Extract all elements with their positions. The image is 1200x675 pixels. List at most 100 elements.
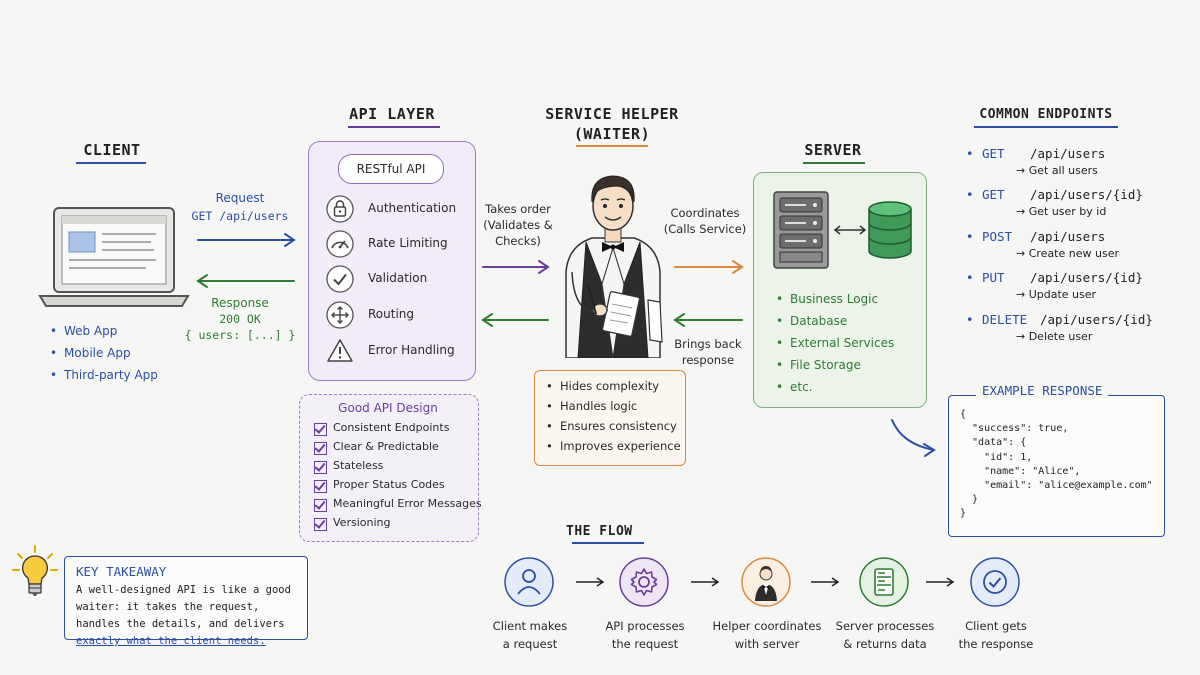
server-to-helper-arrow [673,313,743,327]
endpoint-desc: → Delete user [1016,330,1093,343]
coordinates-label: Coordinates (Calls Service) [663,206,747,236]
list-item: Hides complexity [546,376,681,396]
api-item-authentication: Authentication [326,195,476,223]
waiter-illustration [565,175,663,358]
brings-back-label: Brings back response [674,337,742,367]
list-item: etc. [776,376,894,398]
list-item: Database [776,310,894,332]
check-circle-icon [326,265,354,293]
list-item: File Storage [776,354,894,376]
flow-arrow-icon [691,577,720,587]
key-takeaway-highlight: exactly what the client needs. [76,635,266,647]
response-arrow [196,274,295,288]
waiter-icon [741,557,791,607]
flow-arrow-icon [576,577,605,587]
laptop-icon [38,207,190,307]
endpoint-desc: → Get user by id [1016,205,1107,218]
endpoint-desc: → Create new user [1016,247,1119,260]
checkbox-icon [314,480,327,493]
client-app-list: Web App Mobile App Third-party App [50,320,158,386]
response-body: { users: [...] } [184,328,296,342]
flow-title-underline [572,542,644,544]
database-icon [868,201,912,259]
key-takeaway-box [64,556,308,640]
user-icon [504,557,554,607]
endpoint-path: /api/users/{id} [1030,187,1143,202]
example-response-code: { "success": true, "data": { "id": 1, "n… [960,409,1153,520]
response-label: Response [211,296,269,310]
helper-benefits-list: Hides complexity Handles logic Ensures c… [546,376,681,456]
endpoint-method: GET [982,146,1005,161]
warning-icon [327,339,353,362]
checkbox-icon [314,499,327,512]
list-item: Ensures consistency [546,416,681,436]
helper-title-underline [576,145,648,147]
api-item-label: Authentication [368,201,457,215]
flow-title: THE FLOW [566,524,633,539]
endpoint-desc: → Get all users [1016,164,1098,177]
lock-icon [326,195,354,223]
api-layer-title: API LAYER [349,105,435,123]
endpoint-path: /api/users/{id} [1030,270,1143,285]
endpoint-method: DELETE [982,312,1028,327]
lightbulb-icon [12,545,58,596]
api-layer-title-underline [348,126,440,128]
restful-api-badge: RESTful API [338,154,444,184]
checkbox-icon [314,442,327,455]
api-item-label: Validation [368,271,428,285]
routing-arrows-icon [326,301,354,329]
example-response-title: EXAMPLE RESPONSE [976,383,1109,398]
endpoint-method: POST [982,229,1013,244]
client-title-underline [76,162,146,164]
checkbox-icon [314,423,327,436]
gear-icon [619,557,669,607]
request-arrow [197,233,296,247]
list-item: Web App [50,320,158,342]
list-item: Improves experience [546,436,681,456]
checkbox-icon [314,518,327,531]
api-item-error-handling: Error Handling [326,337,476,365]
server-to-response-arrow [891,419,936,457]
double-arrow-icon [833,225,867,235]
key-takeaway-title: KEY TAKEAWAY [76,564,167,579]
server-title: SERVER [804,141,862,159]
client-title: CLIENT [83,141,141,159]
api-item-routing: Routing [326,301,476,329]
check-circle-icon [970,557,1020,607]
example-response-box [948,395,1165,537]
flow-arrow-icon [926,577,955,587]
list-item: Business Logic [776,288,894,310]
api-item-label: Rate Limiting [368,236,448,250]
api-item-label: Routing [368,307,415,321]
list-item: Third-party App [50,364,158,386]
api-to-helper-arrow [482,260,550,274]
helper-title-line2: (WAITER) [573,125,651,143]
key-takeaway-text: A well-designed API is like a good waite… [76,584,291,647]
helper-title-line1: SERVICE HELPER [545,105,679,123]
endpoint-path: /api/users [1030,229,1106,244]
api-item-label: Error Handling [368,343,455,357]
list-item: Mobile App [50,342,158,364]
list-item: Handles logic [546,396,681,416]
endpoint-path: /api/users/{id} [1040,312,1153,327]
gauge-icon [326,230,354,258]
api-item-validation: Validation [326,265,476,293]
flow-arrow-icon [811,577,840,587]
response-status: 200 OK [219,312,261,326]
endpoints-title: COMMON ENDPOINTS [979,107,1113,122]
endpoint-method: GET [982,187,1005,202]
server-feature-list: Business Logic Database External Service… [776,288,894,398]
endpoint-path: /api/users [1030,146,1106,161]
endpoint-method: PUT [982,270,1005,285]
endpoints-title-underline [974,126,1118,128]
server-icon [859,557,909,607]
api-item-rate-limiting: Rate Limiting [326,230,476,258]
helper-to-server-arrow [674,260,744,274]
server-title-underline [803,162,865,164]
request-label: Request [215,191,265,205]
request-path: GET /api/users [191,209,289,223]
endpoint-desc: → Update user [1016,288,1097,301]
list-item: External Services [776,332,894,354]
checkbox-icon [314,461,327,474]
server-rack-icon [773,191,829,269]
